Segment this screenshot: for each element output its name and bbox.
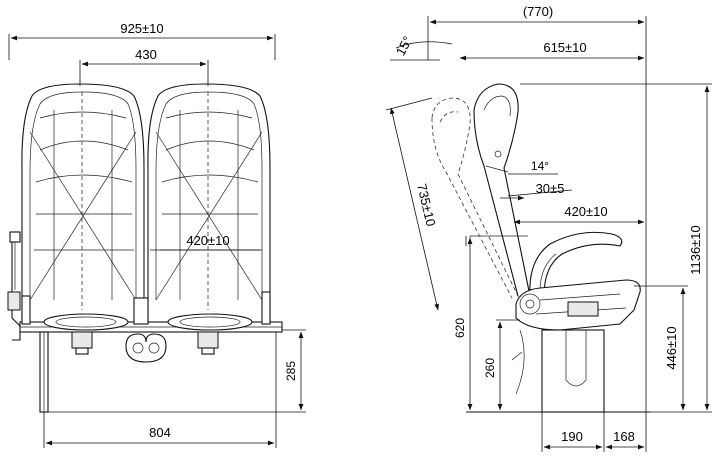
left-seat-backrest xyxy=(21,83,145,323)
seat-cushion xyxy=(515,279,641,331)
dimension-cushion-height: 446±10 xyxy=(634,285,688,411)
label-hinge-height: 260 xyxy=(483,358,497,378)
label-seat-depth: 420±10 xyxy=(186,233,229,248)
dimension-base-width: 804 xyxy=(43,332,277,448)
label-recline-angle: 15° xyxy=(393,34,415,58)
dimension-seat-height: 620 xyxy=(453,236,473,411)
side-view: (770) 15° 615±10 735±10 xyxy=(385,4,712,452)
label-leg-height: 285 xyxy=(284,361,298,381)
label-overall-height: 1136±10 xyxy=(688,225,703,275)
front-leg xyxy=(39,331,49,413)
right-seat-backrest xyxy=(147,83,271,323)
label-overall-width: 925±10 xyxy=(120,21,163,36)
label-armrest-angle: 14° xyxy=(531,159,549,173)
backrest-upright xyxy=(473,83,531,297)
dimension-hinge-height: 260 xyxy=(483,319,520,411)
label-cushion-height: 446±10 xyxy=(664,326,679,369)
dimension-leg-height: 285 xyxy=(48,329,306,413)
dimension-cushion-depth: 420±10 xyxy=(513,204,645,225)
label-armrest-offset: 30±5 xyxy=(536,181,565,196)
dimension-seat-depth: 420±10 xyxy=(150,233,262,251)
dimension-recline-angle: 15° xyxy=(390,34,453,61)
label-base-depth: 190 xyxy=(561,429,583,444)
label-seat-spacing: 430 xyxy=(135,47,157,62)
dimension-armrest: 14° 30±5 xyxy=(500,159,573,201)
label-cushion-depth: 420±10 xyxy=(564,204,607,219)
dimension-overall-depth: (770) xyxy=(427,4,647,420)
label-front-overhang: 168 xyxy=(613,429,635,444)
dimension-overall-width: 925±10 xyxy=(8,21,276,60)
label-depth-front: 615±10 xyxy=(543,40,586,55)
left-side-handle xyxy=(7,231,21,341)
seat-base-rail xyxy=(19,291,283,333)
label-base-width: 804 xyxy=(149,425,171,440)
front-view: 925±10 430 xyxy=(7,21,306,448)
side-pedestal xyxy=(511,329,605,413)
dimension-seat-spacing: 430 xyxy=(79,47,209,86)
dimension-depth-front: 615±10 xyxy=(459,40,645,61)
label-overall-depth: (770) xyxy=(523,4,553,19)
dimension-back-length: 735±10 xyxy=(385,97,439,311)
under-seat-mechanisms xyxy=(71,331,219,363)
label-back-length: 735±10 xyxy=(414,182,438,228)
backrest-reclined xyxy=(431,97,521,301)
label-seat-height: 620 xyxy=(453,318,467,338)
dimension-base: 190 168 xyxy=(541,412,647,452)
